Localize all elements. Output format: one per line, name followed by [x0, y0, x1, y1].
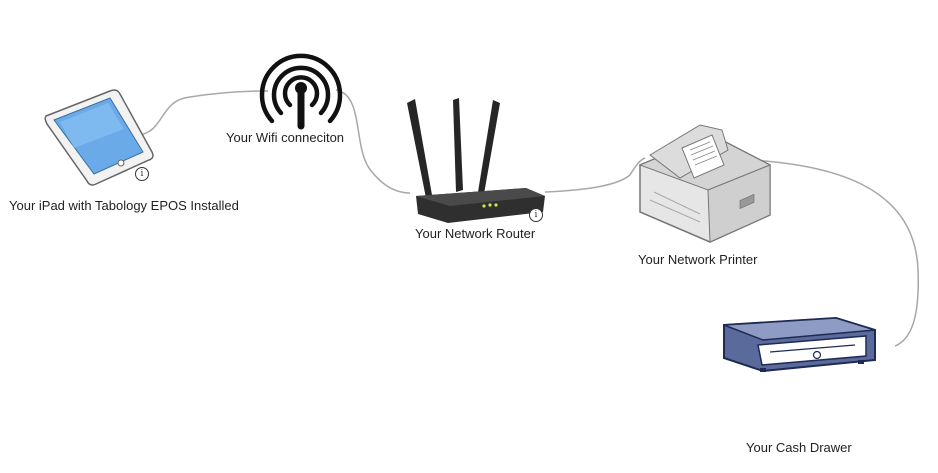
router-label: Your Network Router [415, 226, 536, 241]
router-icon [407, 98, 545, 223]
connector-router-printer [544, 157, 646, 193]
ipad-label: Your iPad with Tabology EPOS Installed [9, 198, 239, 213]
connector-printer-drawer [751, 159, 919, 347]
cash-drawer-icon [723, 316, 876, 373]
ipad-info-icon[interactable]: i [135, 167, 149, 181]
printer-icon [638, 124, 772, 243]
connector-ipad-wifi [139, 90, 269, 136]
wifi-icon [259, 53, 343, 130]
wifi-label: Your Wifi conneciton [226, 130, 345, 145]
connector-wifi-router [335, 89, 411, 194]
printer-label: Your Network Printer [638, 252, 758, 267]
ipad-icon [44, 89, 154, 186]
connectors [139, 89, 919, 347]
cash-drawer-label: Your Cash Drawer [746, 440, 852, 455]
router-info-icon[interactable]: i [529, 208, 543, 222]
